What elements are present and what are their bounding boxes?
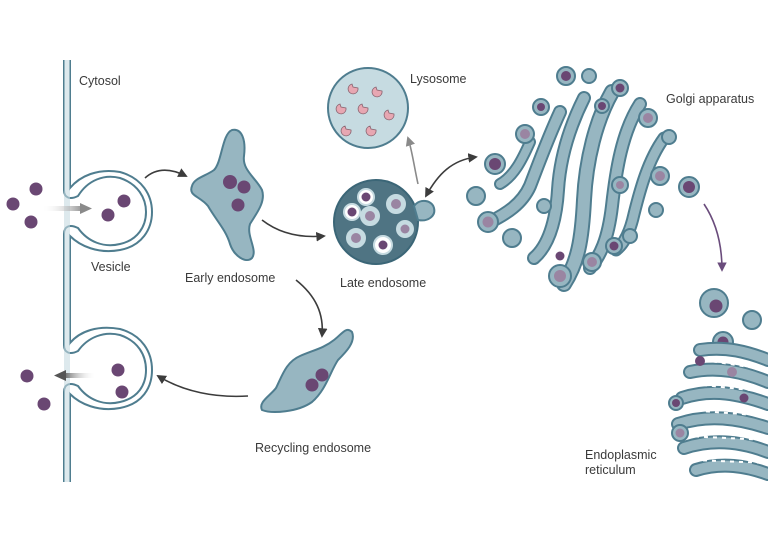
vesicle-cargo: [101, 194, 131, 222]
arrow-late-golgi: [425, 153, 478, 198]
arrow-early-to-recycling: [295, 279, 328, 338]
arrow-recycling-to-vesicle: [156, 374, 249, 398]
extracellular-cargo-top: [6, 182, 43, 229]
lysosome-label: Lysosome: [410, 72, 467, 86]
recycling-endosome: [260, 328, 354, 413]
exit-arrow-shaft: [62, 373, 96, 378]
hydrolase-enzymes: [335, 83, 395, 137]
entry-arrow-shaft: [42, 206, 84, 211]
recycling-endosome-label: Recycling endosome: [255, 441, 372, 455]
arrow-early-to-late: [261, 219, 326, 242]
cytosol-label: Cytosol: [79, 74, 121, 88]
pathway-arrows: [144, 153, 478, 398]
endoplasmic-reticulum: [668, 288, 768, 481]
plasma-membrane-fill: [64, 60, 70, 482]
arrow-vesicle-to-early: [144, 168, 188, 179]
entry-arrow-head: [80, 203, 92, 214]
arrow-late-to-lysosome: [405, 136, 419, 185]
recycling-vesicle-cargo: [111, 363, 129, 399]
early-endosome: [190, 128, 264, 262]
er-label: Endoplasmic reticulum: [585, 448, 657, 477]
arrow-golgi-to-er: [703, 203, 727, 272]
late-endosome: [333, 179, 436, 265]
early-endosome-label: Early endosome: [185, 271, 276, 285]
vesicle-label: Vesicle: [91, 260, 131, 274]
golgi-apparatus: [466, 66, 700, 292]
golgi-label: Golgi apparatus: [666, 92, 755, 106]
lysosome: [327, 67, 409, 149]
extracellular-cargo-bottom: [20, 369, 51, 411]
exit-arrow-head: [54, 370, 66, 381]
late-endosome-label: Late endosome: [340, 276, 427, 290]
